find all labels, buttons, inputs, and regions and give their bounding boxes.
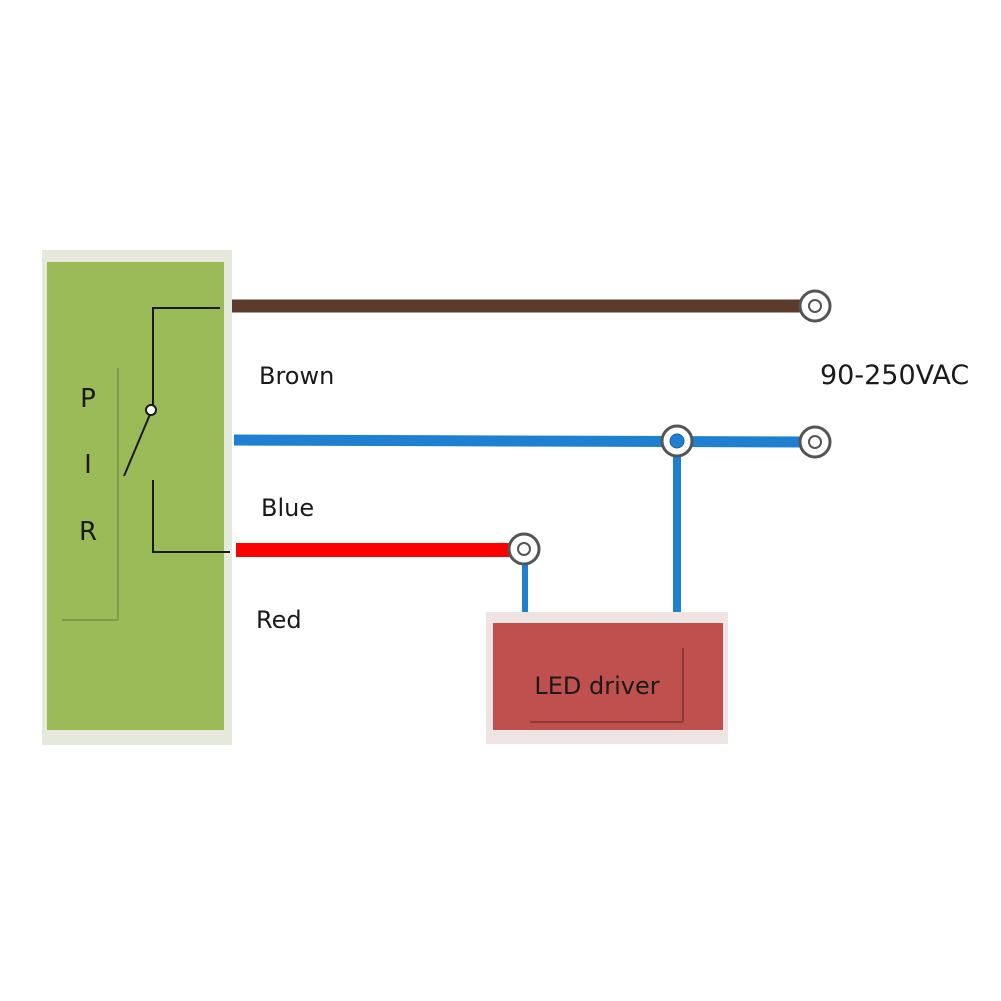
pir-letter-i: I: [84, 450, 92, 480]
blue-wire: [233, 434, 811, 448]
terminal-icon: [798, 289, 832, 323]
led-driver-label: LED driver: [534, 672, 659, 700]
pir-letter-p: P: [80, 384, 96, 414]
relay-contact-icon: [123, 307, 230, 553]
terminal-icon: [798, 425, 832, 459]
pir-letter-r: R: [79, 517, 97, 547]
pir-box: [47, 262, 224, 730]
led-driver-box: [493, 623, 723, 730]
blue-wire-label: Blue: [261, 494, 314, 522]
led-driver: LED driver: [486, 612, 728, 744]
supply-voltage-label: 90-250VAC: [820, 360, 969, 391]
brown-wire-label: Brown: [259, 362, 334, 390]
terminal-icon: [507, 532, 541, 566]
pir-sensor: P I R: [42, 250, 232, 745]
junction-icon: [660, 424, 694, 458]
red-wire-label: Red: [256, 606, 302, 634]
